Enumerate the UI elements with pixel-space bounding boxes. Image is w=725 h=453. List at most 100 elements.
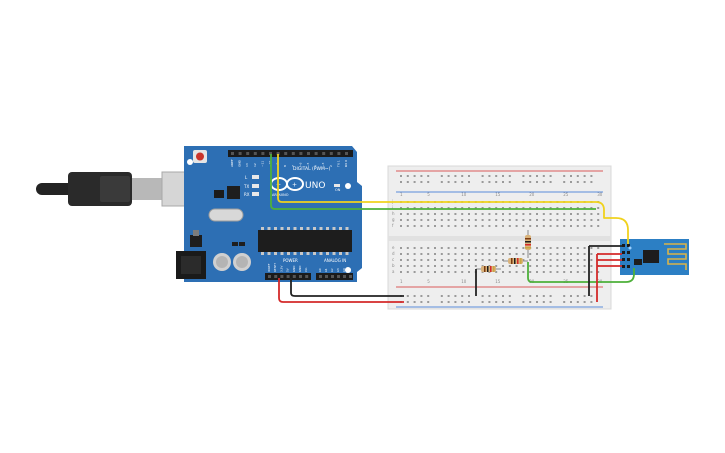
breadboard-hole[interactable] — [522, 271, 525, 273]
breadboard-hole[interactable] — [481, 213, 484, 215]
breadboard-rail-hole[interactable] — [542, 181, 545, 183]
breadboard-hole[interactable] — [502, 207, 504, 209]
breadboard-hole[interactable] — [590, 271, 593, 273]
breadboard-hole[interactable] — [542, 265, 545, 267]
breadboard-hole[interactable] — [400, 253, 402, 255]
breadboard-hole[interactable] — [413, 213, 416, 215]
breadboard-hole[interactable] — [495, 259, 498, 261]
breadboard-hole[interactable] — [434, 253, 436, 255]
breadboard-hole[interactable] — [570, 247, 572, 249]
breadboard-hole[interactable] — [440, 253, 443, 255]
breadboard-hole[interactable] — [515, 247, 518, 249]
breadboard-rail-hole[interactable] — [570, 295, 572, 297]
breadboard-rail-hole[interactable] — [590, 181, 593, 183]
breadboard-rail-hole[interactable] — [454, 295, 457, 297]
digital-pin-hole[interactable] — [307, 152, 310, 155]
breadboard-hole[interactable] — [508, 265, 511, 267]
breadboard-hole[interactable] — [440, 259, 443, 261]
breadboard-rail-hole[interactable] — [406, 175, 409, 177]
breadboard-hole[interactable] — [447, 225, 450, 227]
breadboard-hole[interactable] — [454, 271, 457, 273]
breadboard-rail-hole[interactable] — [447, 301, 450, 303]
breadboard-rail-hole[interactable] — [590, 295, 593, 297]
breadboard-hole[interactable] — [590, 225, 593, 227]
breadboard-hole[interactable] — [549, 219, 552, 221]
breadboard-hole[interactable] — [454, 259, 457, 261]
breadboard-hole[interactable] — [454, 213, 457, 215]
digital-pin-hole[interactable] — [238, 152, 242, 155]
breadboard-hole[interactable] — [447, 253, 450, 255]
breadboard-hole[interactable] — [583, 265, 586, 267]
breadboard-rail-hole[interactable] — [536, 175, 538, 177]
breadboard-hole[interactable] — [576, 247, 579, 249]
breadboard-rail-hole[interactable] — [413, 181, 416, 183]
breadboard-hole[interactable] — [570, 253, 572, 255]
breadboard-hole[interactable] — [590, 259, 593, 261]
digital-pin-hole[interactable] — [322, 152, 326, 155]
power-pin-hole[interactable] — [299, 275, 302, 278]
breadboard-hole[interactable] — [508, 225, 511, 227]
breadboard-rail-hole[interactable] — [440, 295, 443, 297]
breadboard-hole[interactable] — [434, 259, 436, 261]
breadboard-hole[interactable] — [434, 213, 436, 215]
breadboard-rail-hole[interactable] — [529, 295, 532, 297]
breadboard-hole[interactable] — [481, 207, 484, 209]
breadboard-rail-hole[interactable] — [508, 301, 511, 303]
breadboard-rail-hole[interactable] — [488, 301, 491, 303]
breadboard-rail-hole[interactable] — [536, 295, 538, 297]
esp-pin[interactable] — [627, 258, 630, 261]
breadboard-hole[interactable] — [590, 247, 593, 249]
breadboard-hole[interactable] — [576, 259, 579, 261]
breadboard-rail-hole[interactable] — [536, 301, 538, 303]
breadboard-rail-hole[interactable] — [468, 175, 470, 177]
breadboard-hole[interactable] — [406, 219, 409, 221]
digital-pin-hole[interactable] — [276, 152, 280, 155]
breadboard-rail-hole[interactable] — [522, 175, 525, 177]
breadboard-hole[interactable] — [400, 247, 402, 249]
breadboard-hole[interactable] — [576, 225, 579, 227]
breadboard-hole[interactable] — [583, 253, 586, 255]
breadboard-rail-hole[interactable] — [576, 181, 579, 183]
breadboard-hole[interactable] — [570, 207, 572, 209]
breadboard-hole[interactable] — [549, 253, 552, 255]
breadboard-hole[interactable] — [434, 219, 436, 221]
breadboard-hole[interactable] — [549, 271, 552, 273]
breadboard-rail-hole[interactable] — [563, 295, 566, 297]
breadboard-rail-hole[interactable] — [427, 175, 430, 177]
breadboard-hole[interactable] — [529, 265, 532, 267]
breadboard-hole[interactable] — [502, 213, 504, 215]
resistor-2[interactable] — [503, 258, 528, 264]
breadboard-hole[interactable] — [406, 207, 409, 209]
breadboard-rail-hole[interactable] — [427, 181, 430, 183]
breadboard-hole[interactable] — [447, 247, 450, 249]
breadboard-hole[interactable] — [427, 207, 430, 209]
breadboard-hole[interactable] — [556, 271, 559, 273]
breadboard-rail-hole[interactable] — [542, 295, 545, 297]
breadboard-hole[interactable] — [536, 213, 538, 215]
breadboard-hole[interactable] — [536, 225, 538, 227]
breadboard-hole[interactable] — [468, 247, 470, 249]
breadboard-hole[interactable] — [447, 207, 450, 209]
breadboard-hole[interactable] — [434, 247, 436, 249]
breadboard-rail-hole[interactable] — [549, 301, 552, 303]
breadboard-rail-hole[interactable] — [563, 181, 566, 183]
breadboard-hole[interactable] — [400, 207, 402, 209]
breadboard-hole[interactable] — [502, 247, 504, 249]
breadboard-hole[interactable] — [406, 213, 409, 215]
breadboard-hole[interactable] — [515, 271, 518, 273]
breadboard-hole[interactable] — [542, 225, 545, 227]
breadboard-hole[interactable] — [400, 271, 402, 273]
breadboard-hole[interactable] — [447, 271, 450, 273]
breadboard-hole[interactable] — [597, 207, 600, 209]
breadboard-rail-hole[interactable] — [413, 295, 416, 297]
analog-pin-hole[interactable] — [319, 275, 322, 278]
breadboard-hole[interactable] — [495, 219, 498, 221]
breadboard-rail-hole[interactable] — [481, 181, 484, 183]
analog-pin-hole[interactable] — [331, 275, 334, 278]
breadboard-hole[interactable] — [420, 225, 423, 227]
breadboard-hole[interactable] — [474, 259, 477, 261]
breadboard-rail-hole[interactable] — [522, 295, 525, 297]
esp-pin[interactable] — [627, 265, 630, 268]
breadboard-hole[interactable] — [427, 271, 430, 273]
